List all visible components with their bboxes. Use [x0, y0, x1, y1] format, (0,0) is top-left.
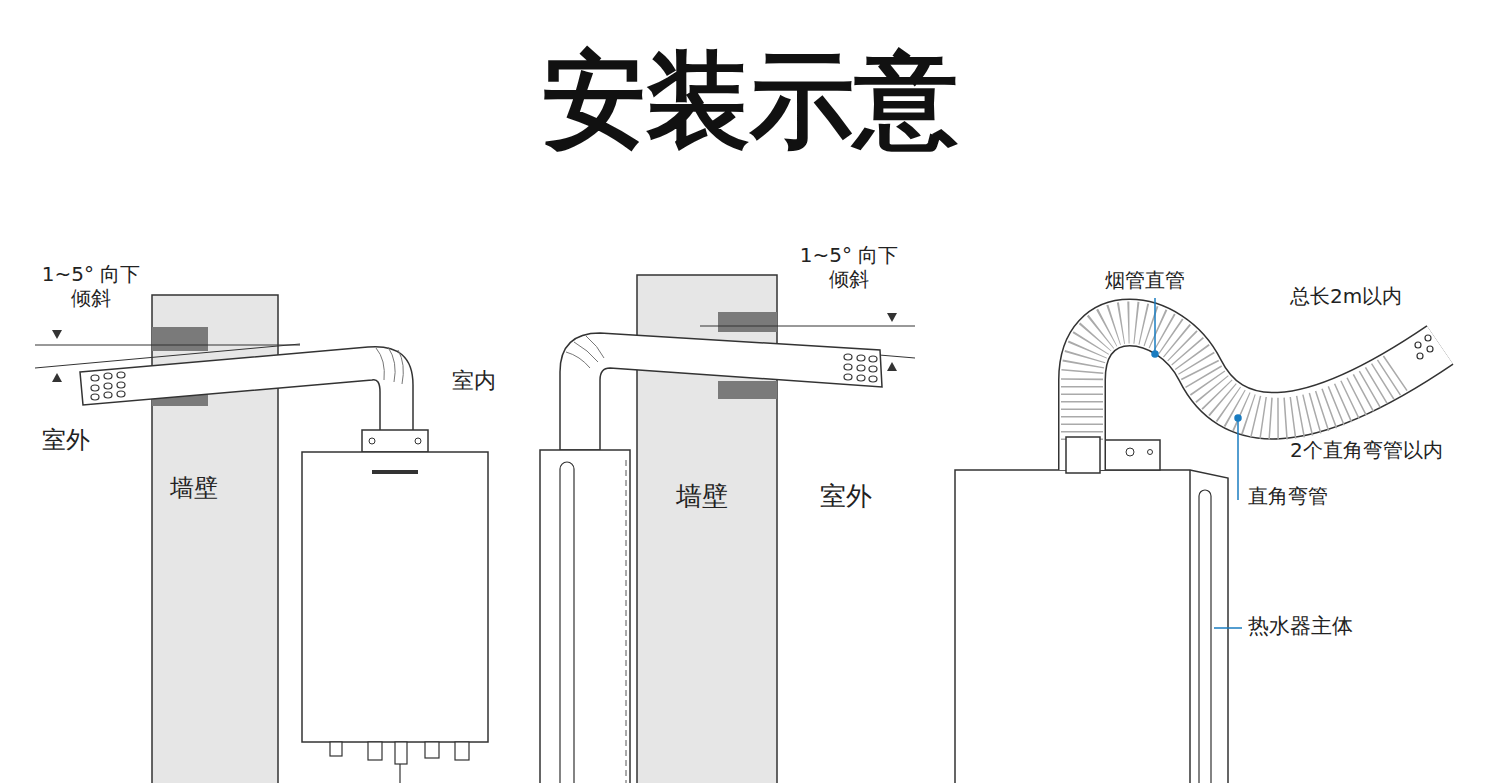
mount-bracket [362, 430, 428, 452]
angle-line [700, 326, 915, 327]
vent-holes [91, 372, 125, 400]
flue-pipe [560, 333, 882, 450]
bracket-hole [369, 438, 375, 444]
heater-edge [626, 460, 627, 783]
flue-pipe [80, 347, 413, 440]
angle-arrow [52, 373, 62, 382]
wall-hole-band [152, 327, 208, 351]
wall-label: 墙壁 [676, 481, 728, 512]
wall-label: 墙壁 [170, 474, 218, 503]
mount-bracket [1102, 440, 1160, 470]
part-label: 热水器主体 [1248, 614, 1353, 639]
water-heater [955, 470, 1228, 783]
heater-slot [560, 462, 574, 783]
wall-hole-band [718, 312, 777, 332]
heater-slot [1199, 490, 1211, 783]
heater-logo [372, 470, 418, 474]
angle-arrow [887, 362, 897, 371]
part-label: 总长2m以内 [1290, 284, 1402, 308]
water-heater-side [540, 450, 630, 783]
part-label: 2个直角弯管以内 [1290, 438, 1443, 462]
heater-edge [1189, 470, 1191, 783]
elbow-ribs [376, 347, 403, 384]
vent-holes [1415, 335, 1433, 359]
water-heater [302, 452, 488, 742]
elbow-ribs [566, 336, 604, 368]
page-title: 安装示意 [0, 38, 1500, 163]
angle-line [35, 345, 300, 346]
region-label: 室外 [42, 426, 90, 455]
flue-collar [1066, 437, 1100, 473]
angle-note: 1~5° 向下倾斜 [793, 243, 905, 291]
region-label: 室外 [820, 481, 872, 512]
part-label: 直角弯管 [1248, 484, 1328, 508]
angle-arrow [52, 330, 62, 339]
angle-note: 1~5° 向下倾斜 [35, 262, 147, 310]
leader-lines [1152, 298, 1242, 628]
angle-arrow [887, 313, 897, 322]
flue-ribs [1082, 323, 1400, 441]
region-label: 室内 [452, 368, 496, 394]
part-label: 烟管直管 [1105, 268, 1185, 292]
keyhole [1126, 448, 1134, 456]
vent-holes [844, 354, 877, 382]
bracket-hole [1148, 450, 1153, 455]
heater-fittings [330, 742, 469, 783]
wall-hole-band [718, 381, 777, 399]
bracket-hole [415, 438, 421, 444]
